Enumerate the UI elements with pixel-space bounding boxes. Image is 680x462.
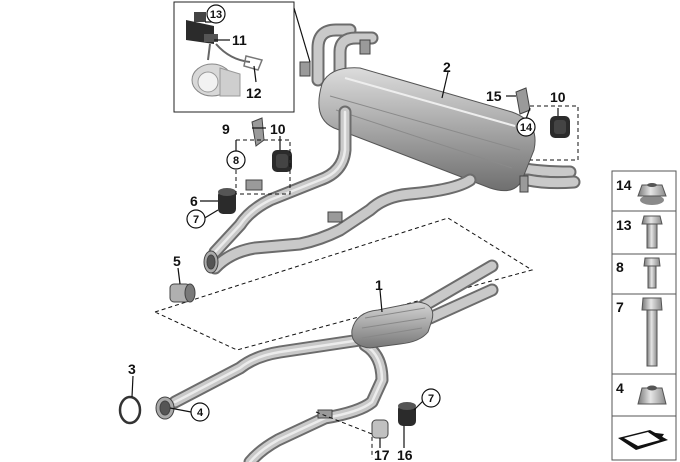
callout-8-circled: 8 bbox=[233, 155, 239, 167]
sleeve-17 bbox=[371, 419, 389, 439]
hardware-legend: 14 13 8 7 4 bbox=[611, 170, 677, 461]
callout-11: 11 bbox=[232, 32, 247, 48]
callout-1: 1 bbox=[375, 277, 383, 293]
flange-bolt-icon bbox=[641, 215, 663, 249]
rubber-mount-6 bbox=[218, 188, 236, 214]
long-hex-bolt-icon bbox=[641, 297, 663, 367]
mount-group-right-outline bbox=[530, 105, 579, 161]
pipe-clamp bbox=[169, 283, 196, 303]
legend-number-8: 8 bbox=[616, 259, 624, 275]
rubber-mount-10-left bbox=[272, 150, 292, 172]
hex-nut-icon bbox=[637, 385, 667, 405]
bracket-9 bbox=[251, 117, 265, 147]
callout-5: 5 bbox=[173, 253, 181, 269]
callout-14-circled: 14 bbox=[520, 122, 533, 134]
callout-17: 17 bbox=[374, 447, 390, 462]
assembly-outline bbox=[153, 217, 534, 351]
callout-6: 6 bbox=[190, 193, 198, 209]
front-pipe-with-catalyst bbox=[155, 259, 499, 462]
legend-number-13: 13 bbox=[616, 217, 632, 233]
callouts: 2 1 3 5 6 9 10 15 10 11 12 17 16 13 8 7 … bbox=[128, 4, 566, 462]
sensor-detail-inset bbox=[173, 1, 311, 113]
flange-nut-icon bbox=[637, 183, 667, 205]
callout-4-circled: 4 bbox=[197, 407, 204, 419]
callout-12: 12 bbox=[246, 85, 262, 101]
callout-3: 3 bbox=[128, 361, 136, 377]
callout-2: 2 bbox=[443, 59, 451, 75]
sealing-ring bbox=[118, 395, 142, 425]
callout-9: 9 bbox=[222, 121, 230, 137]
callout-10-right: 10 bbox=[550, 89, 566, 105]
callout-15: 15 bbox=[486, 88, 502, 104]
rubber-mount-10-right bbox=[550, 116, 570, 138]
callout-7-circled-lower: 7 bbox=[428, 393, 434, 405]
intermediate-pipes bbox=[203, 105, 477, 275]
mount-group-left-outline bbox=[235, 139, 291, 195]
rear-muffler bbox=[299, 23, 581, 193]
callout-7-circled-upper: 7 bbox=[193, 214, 199, 226]
bracket-15 bbox=[515, 87, 531, 115]
callout-13-circled: 13 bbox=[210, 9, 222, 21]
short-bolt-icon bbox=[643, 257, 661, 289]
callout-16: 16 bbox=[397, 447, 413, 462]
legend-number-4: 4 bbox=[616, 380, 624, 396]
leader-lines bbox=[131, 21, 559, 448]
rubber-mount-16 bbox=[398, 402, 416, 426]
orientation-arrow-icon bbox=[618, 430, 668, 450]
legend-number-7: 7 bbox=[616, 299, 624, 315]
callout-10-left: 10 bbox=[270, 121, 286, 137]
legend-number-14: 14 bbox=[616, 177, 632, 193]
